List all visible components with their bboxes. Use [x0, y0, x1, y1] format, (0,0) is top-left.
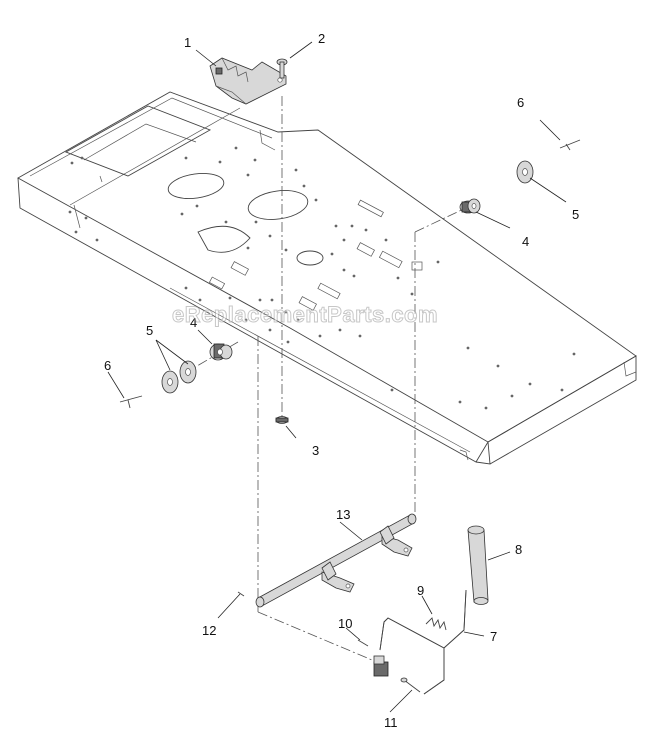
callout-7: 7 — [490, 629, 497, 644]
deck-slots — [208, 199, 423, 311]
part-8-grip — [467, 525, 489, 605]
part-11-bolt — [373, 655, 421, 693]
callout-4-right: 4 — [522, 234, 529, 249]
part-3-nut — [275, 416, 289, 424]
callout-9: 9 — [417, 583, 424, 598]
callout-3: 3 — [312, 443, 319, 458]
part-9-spring — [425, 617, 447, 631]
watermark-text: eReplacementParts.com — [172, 302, 438, 327]
callout-1: 1 — [184, 35, 191, 50]
callout-4-left: 4 — [190, 315, 197, 330]
callout-5-left: 5 — [146, 323, 153, 338]
part-10-pin — [357, 639, 369, 647]
part-4-bushing-left — [209, 343, 233, 361]
part-6-pin-right — [559, 139, 581, 151]
part-13-rod-assembly — [255, 513, 417, 608]
part-1-bracket — [209, 57, 287, 105]
part-5-washer-right — [516, 160, 534, 184]
part-7-lever — [379, 589, 467, 695]
callout-2: 2 — [318, 31, 325, 46]
callout-6-left: 6 — [104, 358, 111, 373]
deck-holes — [68, 146, 576, 410]
callout-8: 8 — [515, 542, 522, 557]
part-2-bolt — [276, 58, 288, 79]
callout-6-right: 6 — [517, 95, 524, 110]
leader-lines — [107, 41, 567, 713]
callout-10: 10 — [338, 616, 352, 631]
callout-11: 11 — [384, 715, 398, 730]
part-5-washers-left — [161, 360, 197, 394]
part-6-pin-left — [119, 395, 143, 409]
part-12-pin — [217, 591, 245, 619]
callout-12: 12 — [202, 623, 216, 638]
callout-13: 13 — [336, 507, 350, 522]
callout-5-right: 5 — [572, 207, 579, 222]
frame-deck — [17, 91, 637, 465]
callout-labels: 1 2 3 4 4 5 5 6 6 7 8 9 10 11 12 13 — [104, 31, 579, 730]
part-4-bushing-right — [459, 198, 481, 214]
